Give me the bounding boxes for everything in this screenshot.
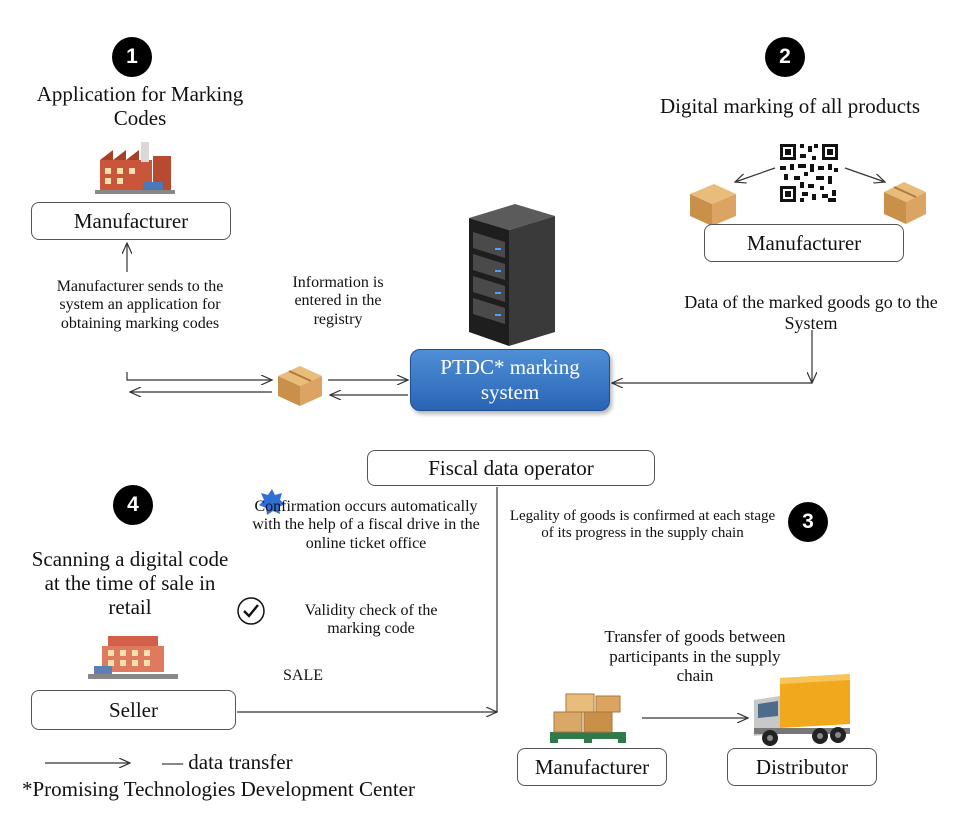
package-icon [278,366,322,406]
footnote: *Promising Technologies Development Cent… [22,777,415,801]
factory-icon [95,142,175,194]
ptdc-system-box: PTDC* marking system [410,349,610,411]
step-2-title: Digital marking of all products [659,94,921,118]
server-icon [469,204,555,346]
sale-label: SALE [283,667,323,684]
step-4-badge: 4 [113,485,153,525]
step-1-title: Application for Marking Codes [36,82,244,131]
step-1-badge: 1 [112,37,152,77]
registry-text: Information is entered in the registry [292,274,384,328]
step-3-manufacturer-box: Manufacturer [517,748,667,786]
arrow-application-to-package [126,372,272,380]
step-3-description: Legality of goods is confirmed at each s… [509,508,776,542]
confirmation-text: Confirmation occurs automatically with t… [252,498,480,552]
qr-code-icon [778,142,840,204]
step-1-description: Manufacturer sends to the system an appl… [56,278,224,332]
arrow-qr-to-left-box [735,167,776,182]
validity-text: Validity check of the marking code [304,602,438,638]
legend-data-transfer: — data transfer [162,750,293,774]
step-3-distributor-box: Distributor [727,748,877,786]
checkmark-icon [237,597,265,625]
confirmation-badge-icon [259,489,285,515]
box-right-icon [884,182,926,224]
step-3-badge: 3 [788,502,828,542]
truck-icon [754,674,850,746]
store-icon [88,636,178,679]
step-2-manufacturer-box: Manufacturer [704,224,904,262]
step-1-manufacturer-box: Manufacturer [31,202,231,240]
step-4-title: Scanning a digital code at the time of s… [31,547,229,620]
step-4-seller-box: Seller [31,690,236,730]
step-2-badge: 2 [765,37,805,77]
step-2-description: Data of the marked goods go to the Syste… [684,292,938,333]
box-left-icon [690,184,736,226]
arrow-qr-to-right-box [844,167,885,182]
fiscal-data-operator-box: Fiscal data operator [367,450,655,486]
pallet-boxes-icon [550,693,626,743]
transfer-text: Transfer of goods between participants i… [604,627,786,686]
